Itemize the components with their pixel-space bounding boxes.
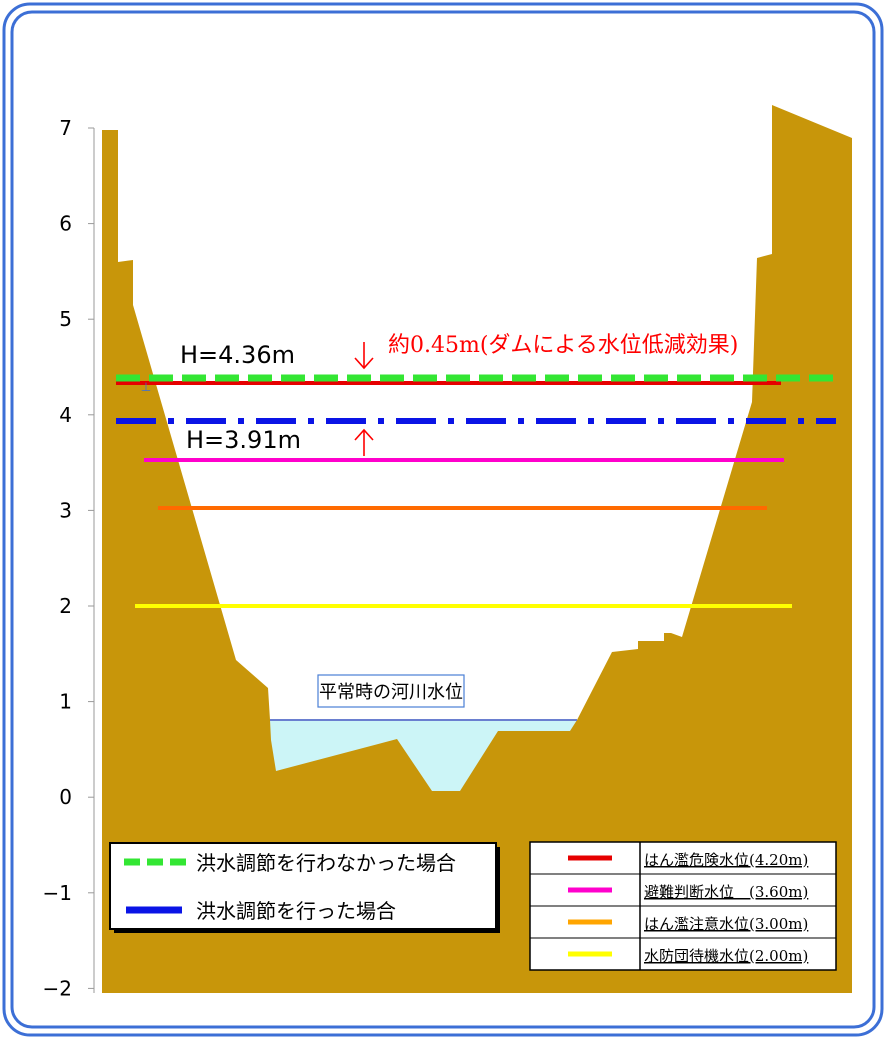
level-marker-symbol: ⊥ (141, 380, 151, 394)
normal-water-label: 平常時の河川水位 (319, 682, 463, 703)
y-tick-label: 1 (59, 690, 72, 714)
y-tick-label: −2 (43, 976, 72, 1000)
legend-label-controlled: 洪水調節を行った場合 (196, 899, 396, 923)
annotation-h-391: H=3.91m (186, 426, 301, 454)
normal-water-label-box (317, 674, 465, 708)
y-tick-label: −1 (43, 881, 72, 905)
y-tick-label: 0 (59, 785, 72, 809)
y-tick-label: 7 (59, 116, 72, 140)
y-axis-ticks: 7 6 5 4 3 2 1 0 −1 −2 (43, 116, 94, 1000)
legend-label-caution: はん濫注意水位(3.00m) (644, 915, 808, 933)
river-bank-ground (102, 105, 852, 993)
legend-label-standby: 水防団待機水位(2.00m) (644, 947, 808, 965)
arrow-up-icon (354, 428, 374, 456)
legend-label-danger: はん濫危険水位(4.20m) (644, 851, 808, 869)
y-tick-label: 3 (59, 498, 72, 522)
annotation-h-436: H=4.36m (180, 341, 295, 369)
series-legend-box (109, 842, 497, 930)
annotation-reduction-effect: 約0.45m(ダムによる水位低減効果) (388, 333, 738, 358)
y-tick-label: 6 (59, 212, 72, 236)
y-tick-label: 2 (59, 594, 72, 618)
legend-label-evacuation: 避難判断水位 (3.60m) (644, 883, 808, 901)
inner-frame-border (10, 10, 876, 1029)
normal-water-area (270, 720, 577, 791)
y-tick-label: 4 (59, 403, 72, 427)
y-tick-label: 5 (59, 307, 72, 331)
legend-label-no-control: 洪水調節を行わなかった場合 (196, 851, 456, 875)
arrow-down-icon (354, 342, 374, 370)
